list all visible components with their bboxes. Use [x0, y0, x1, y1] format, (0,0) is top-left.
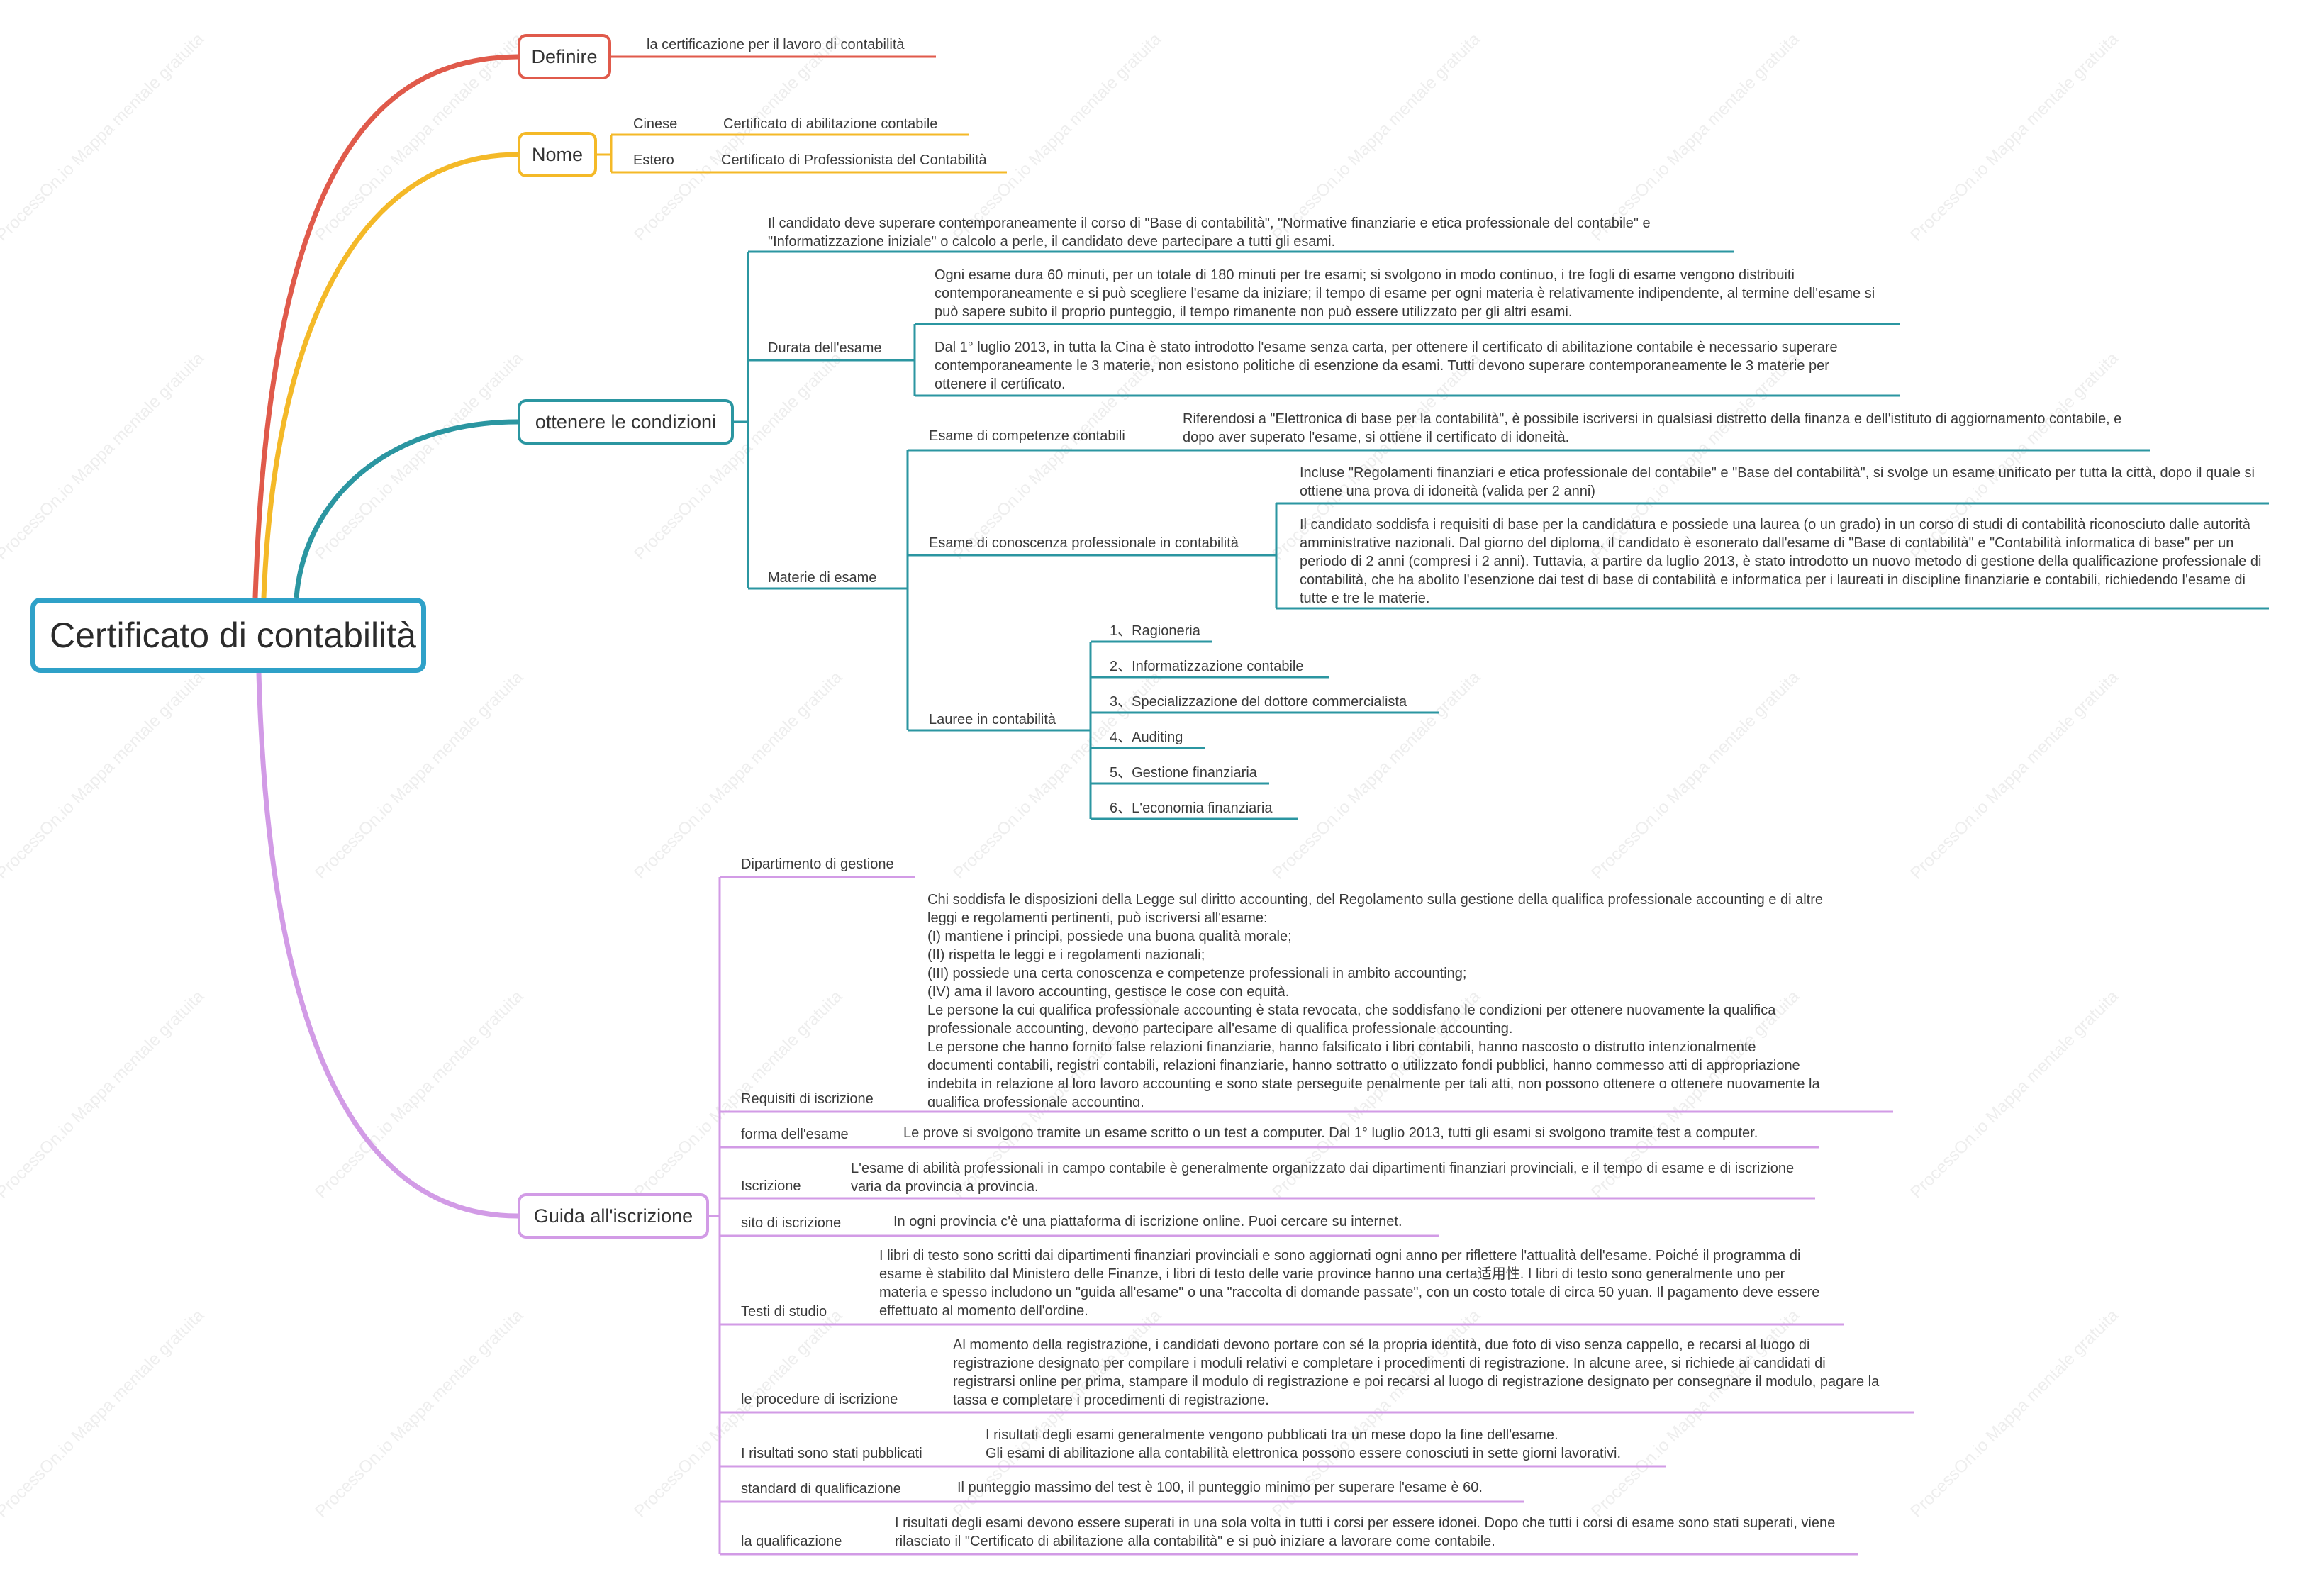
qualificazione-text: I risultati degli esami devono essere su…: [895, 1515, 1836, 1549]
branch-condizioni[interactable]: ottenere le condizioni: [518, 399, 734, 445]
competenze-label: Esame di competenze contabili: [929, 428, 1125, 444]
wire-guida: [256, 672, 518, 1219]
materie-label: Materie di esame: [768, 570, 877, 586]
testi-label: Testi di studio: [741, 1304, 827, 1319]
laurea-item: 6、L'economia finanziaria: [1110, 800, 1273, 816]
condizioni-intro: Il candidato deve superare contemporanea…: [768, 216, 1651, 250]
root-node[interactable]: Certificato di contabilità: [30, 598, 426, 673]
nome-value-estero: Certificato di Professionista del Contab…: [721, 152, 987, 168]
sito-text: In ogni provincia c'è una piattaforma di…: [893, 1214, 1402, 1229]
requisiti-line: Le persone la cui qualifica professional…: [927, 1003, 1776, 1018]
procedure-text: Al momento della registrazione, i candid…: [953, 1337, 1880, 1408]
nome-value-cinese: Certificato di abilitazione contabile: [723, 116, 938, 132]
standard-label: standard di qualificazione: [741, 1481, 901, 1497]
risultati-line-1: I risultati degli esami generalmente ven…: [986, 1427, 1558, 1443]
iscrizione-label: Iscrizione: [741, 1178, 801, 1194]
durata-item-1: Ogni esame dura 60 minuti, per un totale…: [935, 267, 1875, 320]
requisiti-line: (IV) ama il lavoro accounting, gestisce …: [927, 984, 1290, 1000]
requisiti-line: professionale accounting, devono parteci…: [927, 1021, 1513, 1037]
nome-key-estero: Estero: [633, 152, 674, 168]
risultati-line-2: Gli esami di abilitazione alla contabili…: [986, 1446, 1622, 1461]
definire-text: la certificazione per il lavoro di conta…: [647, 37, 905, 52]
procedure-label: le procedure di iscrizione: [741, 1392, 898, 1407]
wire-definire: [252, 54, 518, 598]
standard-text: Il punteggio massimo del test è 100, il …: [957, 1480, 1483, 1495]
requisiti-line: (I) mantiene i principi, possiede una bu…: [927, 929, 1292, 944]
conoscenza-label: Esame di conoscenza professionale in con…: [929, 535, 1239, 551]
branch-nome[interactable]: Nome: [518, 132, 597, 177]
requisiti-line: qualifica professionale accounting.: [927, 1095, 1144, 1107]
requisiti-line: indebita in relazione al loro lavoro acc…: [927, 1076, 1820, 1092]
conoscenza-item-2: Il candidato soddisfa i requisiti di bas…: [1300, 517, 2262, 606]
requisiti-text: Chi soddisfa le disposizioni della Legge…: [927, 891, 1892, 1107]
laurea-item: 5、Gestione finanziaria: [1110, 765, 1257, 781]
competenze-text: Riferendosi a "Elettronica di base per l…: [1183, 411, 2122, 445]
wire-condizioni: [294, 419, 518, 598]
lauree-label: Lauree in contabilità: [929, 712, 1056, 727]
requisiti-line: documenti contabili, registri contabili,…: [927, 1058, 1800, 1073]
requisiti-line: leggi e regolamenti pertinenti, può iscr…: [927, 910, 1268, 926]
nome-key-cinese: Cinese: [633, 116, 678, 132]
wire-nome: [261, 152, 518, 598]
branch-guida[interactable]: Guida all'iscrizione: [518, 1193, 709, 1239]
durata-item-2: Dal 1° luglio 2013, in tutta la Cina è s…: [935, 340, 1838, 392]
requisiti-line: Le persone che hanno fornito false relaz…: [927, 1039, 1756, 1055]
qualificazione-label: la qualificazione: [741, 1534, 842, 1549]
branch-definire[interactable]: Definire: [518, 34, 611, 79]
risultati-label: I risultati sono stati pubblicati: [741, 1446, 922, 1461]
requisiti-line: (II) rispetta le leggi e i regolamenti n…: [927, 947, 1205, 963]
laurea-item: 4、Auditing: [1110, 730, 1183, 745]
requisiti-line: Chi soddisfa le disposizioni della Legge…: [927, 892, 1824, 908]
durata-label: Durata dell'esame: [768, 340, 882, 356]
laurea-item: 1、Ragioneria: [1110, 623, 1200, 639]
forma-text: Le prove si svolgono tramite un esame sc…: [903, 1125, 1758, 1141]
requisiti-label: Requisiti di iscrizione: [741, 1091, 874, 1107]
laurea-item: 3、Specializzazione del dottore commercia…: [1110, 694, 1407, 710]
conoscenza-item-1: Incluse "Regolamenti finanziari e etica …: [1300, 465, 2255, 499]
laurea-item: 2、Informatizzazione contabile: [1110, 659, 1304, 674]
testi-text: I libri di testo sono scritti dai dipart…: [879, 1248, 1820, 1319]
forma-label: forma dell'esame: [741, 1127, 849, 1142]
requisiti-line: (III) possiede una certa conoscenza e co…: [927, 966, 1467, 981]
dipartimento-label: Dipartimento di gestione: [741, 856, 894, 872]
sito-label: sito di iscrizione: [741, 1215, 842, 1231]
iscrizione-text: L'esame di abilità professionali in camp…: [851, 1161, 1795, 1195]
